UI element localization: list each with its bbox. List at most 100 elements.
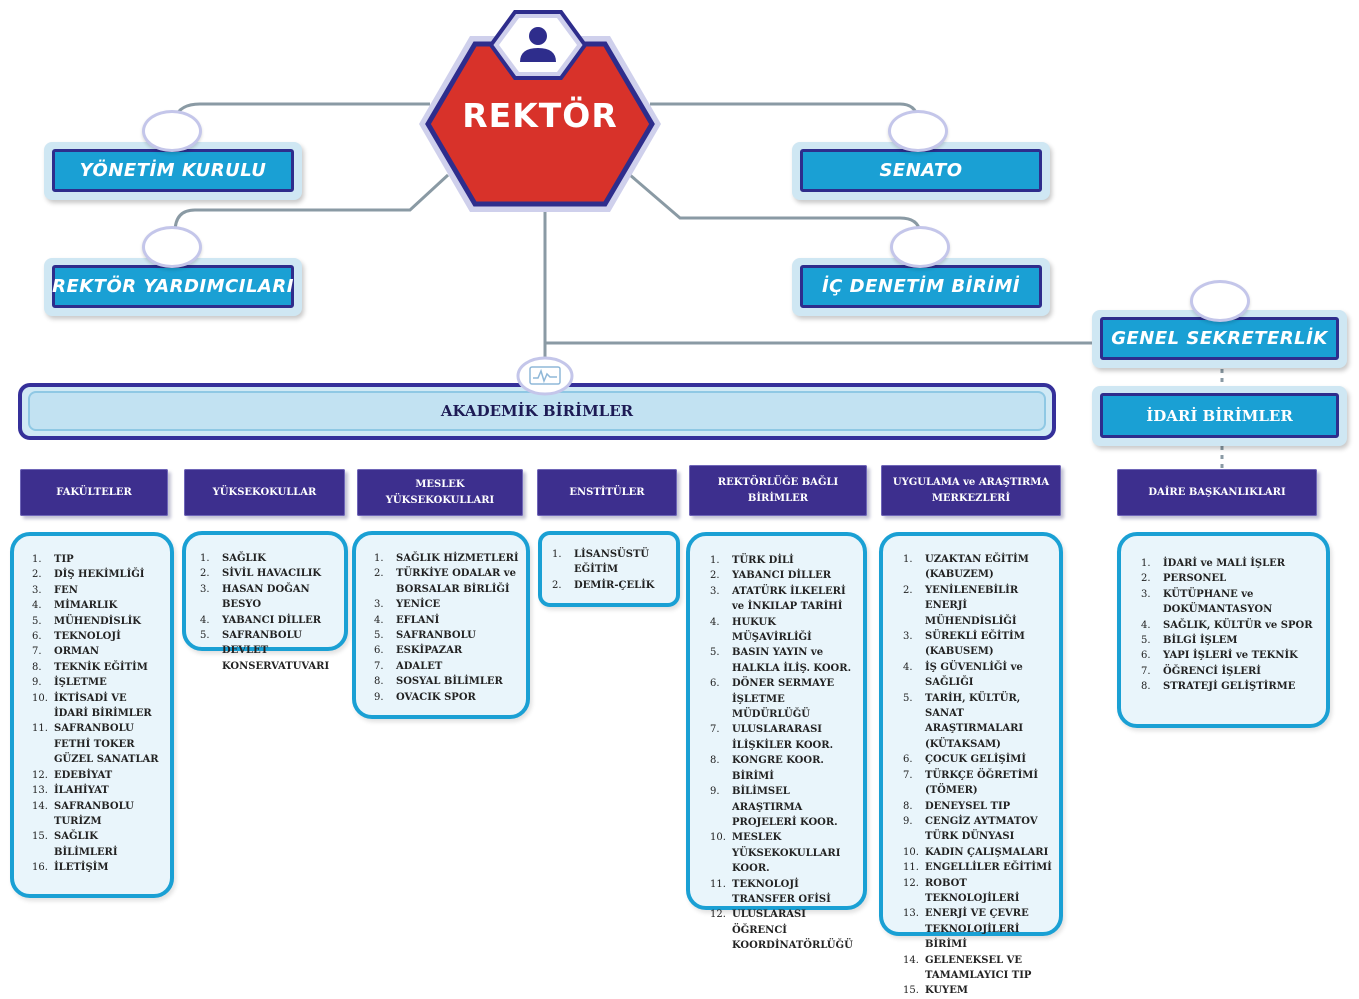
list-item: İŞLETME — [32, 675, 162, 691]
rektor-label: REKTÖR — [462, 96, 618, 135]
list-item: YENİLENEBİLİR ENERJİ MÜHENDİSLİĞİ — [903, 583, 1055, 629]
list-item-label: SİVİL HAVACILIK — [222, 568, 322, 580]
list-item-label: CENGİZ AYTMATOV TÜRK DÜNYASI — [925, 815, 1038, 843]
list-item-label: SAFRANBOLU — [396, 630, 476, 642]
list-item-label: TÜRKÇE ÖĞRETİMİ (TÖMER) — [925, 769, 1039, 797]
yonetim-kurulu-box[interactable]: YÖNETİM KURULU — [44, 142, 302, 200]
list-item: İLAHİYAT — [32, 783, 162, 799]
list-item: SAĞLIK HİZMETLERİ — [374, 551, 520, 567]
uygulama-arastirma-list: UZAKTAN EĞİTİM (KABUZEM)YENİLENEBİLİR EN… — [903, 552, 1055, 999]
list-item-label: TEKNOLOJİ — [54, 631, 121, 643]
list-item-label: PERSONEL — [1163, 573, 1227, 585]
list-item: SAFRANBOLU TURİZM — [32, 799, 162, 830]
rektor-yardimcilari-connector-dot — [142, 226, 202, 268]
list-item: YABANCI DİLLER — [200, 613, 338, 629]
list-item: DİŞ HEKİMLİĞİ — [32, 567, 162, 583]
list-item: TÜRKÇE ÖĞRETİMİ (TÖMER) — [903, 768, 1055, 799]
user-icon — [487, 10, 589, 84]
yuksekokullar-header[interactable]: YÜKSEKOKULLAR — [184, 469, 345, 516]
list-item-label: KONGRE KOOR. BİRİMİ — [732, 755, 824, 782]
rektor-yardimcilari-label: REKTÖR YARDIMCILARI — [52, 276, 294, 297]
genel-sekreterlik-box[interactable]: GENEL SEKRETERLİK — [1092, 310, 1347, 368]
list-item-label: BİLİMSEL ARAŞTIRMA PROJELERİ KOOR. — [732, 786, 838, 828]
list-item: ATATÜRK İLKELERİ ve İNKILAP TARİHİ — [710, 584, 859, 615]
list-item: MÜHENDİSLİK — [32, 614, 162, 630]
list-item-label: TEKNİK EĞİTİM — [54, 661, 148, 673]
fakulteler-header[interactable]: FAKÜLTELER — [20, 469, 168, 516]
list-item: STRATEJİ GELİŞTİRME — [1141, 679, 1322, 695]
list-item-label: SAĞLIK HİZMETLERİ — [396, 553, 519, 564]
monitor-icon — [516, 356, 574, 400]
meslek-yuksekokullari-header[interactable]: MESLEK YÜKSEKOKULLARI — [357, 469, 523, 516]
list-item: EDEBİYAT — [32, 768, 162, 784]
list-item-label: FEN — [54, 584, 78, 596]
list-item-label: GELENEKSEL VE TAMAMLAYICI TIP — [925, 954, 1032, 981]
list-item-label: ROBOT TEKNOLOJİLERİ — [925, 877, 1020, 904]
list-item-label: ULUSLARASI ÖĞRENCİ KOORDİNATÖRLÜĞÜ — [732, 909, 853, 952]
uygulama-arastirma-header[interactable]: UYGULAMA ve ARAŞTIRMA MERKEZLERİ — [881, 465, 1061, 516]
list-item: ORMAN — [32, 644, 162, 660]
list-item: SOSYAL BİLİMLER — [374, 674, 520, 690]
list-item-label: SAĞLIK BİLİMLERİ — [54, 831, 118, 858]
list-item: OVACIK SPOR — [374, 690, 520, 706]
list-item: DENEYSEL TIP — [903, 799, 1055, 815]
list-item-label: SAFRANBOLU TURİZM — [54, 800, 134, 827]
uygulama-arastirma-list-box: UZAKTAN EĞİTİM (KABUZEM)YENİLENEBİLİR EN… — [879, 532, 1063, 999]
list-item-label: KADIN ÇALIŞMALARI — [925, 846, 1049, 858]
list-item: ESKİPAZAR — [374, 643, 520, 659]
list-item-label: TÜRK DİLİ — [732, 555, 794, 566]
idari-birimler-box[interactable]: İDARİ BİRİMLER — [1092, 386, 1347, 446]
list-item: ULUSLARASI ÖĞRENCİ KOORDİNATÖRLÜĞÜ — [710, 907, 859, 953]
list-item: PERSONEL — [1141, 571, 1322, 587]
rektor-yardimcilari-box[interactable]: REKTÖR YARDIMCILARI — [44, 258, 302, 316]
list-item: HASAN DOĞAN BESYO — [200, 582, 338, 613]
rektorluge-bagli-header[interactable]: REKTÖRLÜĞE BAĞLI BİRİMLER — [689, 465, 867, 516]
list-item: SİVİL HAVACILIK — [200, 566, 338, 582]
list-item-label: ULUSLARARASI İLİŞKİLER KOOR. — [732, 724, 834, 751]
list-item-label: İŞLETME — [54, 677, 107, 689]
list-item: SÜREKLİ EĞİTİM (KABUSEM) — [903, 629, 1055, 660]
list-item: TEKNOLOJİ TRANSFER OFİSİ — [710, 877, 859, 908]
list-item-label: İKTİSADİ VE İDARİ BİRİMLER — [54, 692, 152, 720]
list-item-label: MÜHENDİSLİK — [54, 615, 141, 627]
rektor-node: REKTÖR — [415, 32, 665, 217]
list-item: DÖNER SERMAYE İŞLETME MÜDÜRLÜĞÜ — [710, 676, 859, 722]
rektor-hexagon — [419, 36, 661, 212]
list-item: SAFRANBOLU — [374, 628, 520, 644]
list-item: SAFRANBOLU DEVLET KONSERVATUVARI — [200, 628, 338, 674]
list-item-label: ESKİPAZAR — [396, 645, 463, 657]
list-item: İLETİŞİM — [32, 860, 162, 876]
list-item: TIP — [32, 552, 162, 568]
list-item-label: ENERJİ VE ÇEVRE TEKNOLOJİLERİ BİRİMİ — [925, 908, 1029, 951]
ic-denetim-connector-dot — [890, 226, 950, 268]
list-item: ÇOCUK GELİŞİMİ — [903, 752, 1055, 768]
daire-baskanliklari-header[interactable]: DAİRE BAŞKANLIKLARI — [1117, 469, 1317, 516]
genel-sekreterlik-connector-dot — [1190, 280, 1250, 322]
list-item-label: ENGELLİLER EĞİTİMİ — [925, 862, 1052, 874]
list-item: TÜRK DİLİ — [710, 553, 859, 569]
akademik-birimler-label: AKADEMİK BİRİMLER — [440, 402, 634, 420]
list-item-label: SAĞLIK — [222, 553, 266, 564]
list-item: BASIN YAYIN ve HALKLA İLİŞ. KOOR. — [710, 645, 859, 676]
list-item: İDARİ ve MALİ İŞLER — [1141, 556, 1322, 572]
genel-sekreterlik-label: GENEL SEKRETERLİK — [1111, 328, 1328, 349]
list-item: ROBOT TEKNOLOJİLERİ — [903, 876, 1055, 907]
list-item: GELENEKSEL VE TAMAMLAYICI TIP — [903, 953, 1055, 984]
list-item-label: SOSYAL BİLİMLER — [396, 676, 503, 688]
list-item-label: DİŞ HEKİMLİĞİ — [54, 569, 145, 581]
list-item-label: UZAKTAN EĞİTİM (KABUZEM) — [925, 554, 1029, 581]
list-item: ÖĞRENCİ İŞLERİ — [1141, 664, 1322, 680]
list-item-label: EDEBİYAT — [54, 769, 113, 781]
list-item: ULUSLARARASI İLİŞKİLER KOOR. — [710, 722, 859, 753]
list-item: TEKNOLOJİ — [32, 629, 162, 645]
list-item-label: YENİCE — [396, 599, 441, 611]
enstituler-header[interactable]: ENSTİTÜLER — [537, 469, 677, 516]
